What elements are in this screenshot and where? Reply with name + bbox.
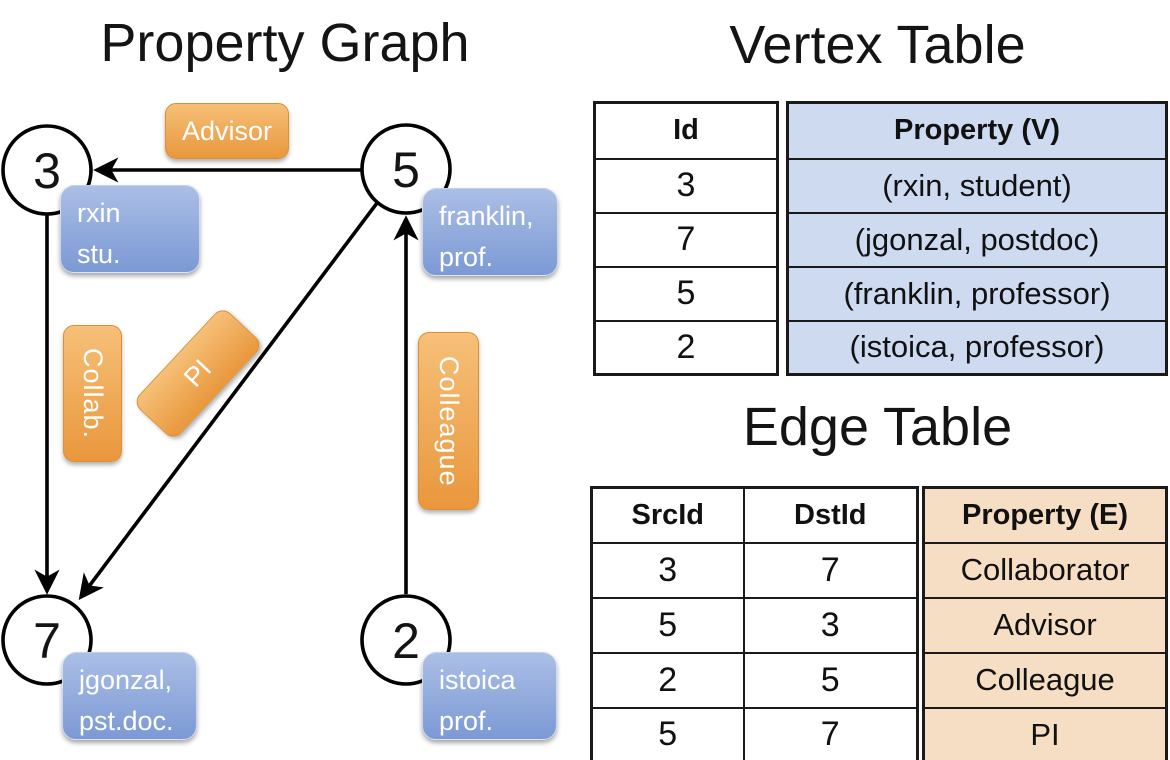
edge-label-advisor: Advisor: [165, 103, 289, 159]
vertex-id-cell: 5: [593, 265, 779, 322]
table-header-row: Id: [593, 101, 779, 160]
table-row: 2 5: [590, 651, 919, 709]
edge-dstid-header: DstId: [742, 486, 919, 544]
node-5-id: 5: [392, 142, 420, 198]
table-row: (rxin, student): [786, 157, 1168, 214]
edge-pi-5-to-7: [78, 201, 379, 601]
vertex-table-id-column: Id 3 7 5 2: [593, 101, 779, 376]
table-row: (jgonzal, postdoc): [786, 211, 1168, 268]
table-row: 2: [593, 319, 779, 376]
edge-dstid-cell: 3: [742, 596, 919, 654]
table-row: 3: [593, 157, 779, 214]
vertex-label-2: istoica prof.: [422, 652, 557, 740]
vertex-label-5: franklin, prof.: [422, 188, 558, 276]
edge-srcid-cell: 2: [590, 651, 745, 709]
vertex-table-title: Vertex Table: [729, 15, 1026, 75]
vertex-id-cell: 2: [593, 319, 779, 376]
edge-property-cell: Colleague: [922, 651, 1168, 709]
table-row: 5: [593, 265, 779, 322]
node-2-id: 2: [392, 613, 420, 669]
vertex-property-cell: (jgonzal, postdoc): [786, 211, 1168, 268]
vertex-label-3: rxin stu.: [60, 185, 200, 273]
table-row: (franklin, professor): [786, 265, 1168, 322]
table-row: PI: [922, 706, 1168, 760]
node-7-id: 7: [33, 613, 61, 669]
vertex-label-5-line1: franklin,: [439, 201, 534, 231]
edge-srcid-header: SrcId: [590, 486, 745, 544]
vertex-property-cell: (franklin, professor): [786, 265, 1168, 322]
edge-property-cell: PI: [922, 706, 1168, 760]
table-header-row: Property (E): [922, 486, 1168, 544]
edge-property-header: Property (E): [922, 486, 1168, 544]
table-row: Collaborator: [922, 541, 1168, 599]
table-row: 5 3: [590, 596, 919, 654]
table-header-row: Property (V): [786, 101, 1168, 160]
vertex-label-7: jgonzal, pst.doc.: [62, 652, 197, 740]
table-row: (istoica, professor): [786, 319, 1168, 376]
edge-srcid-cell: 3: [590, 541, 745, 599]
edge-srcid-cell: 5: [590, 596, 745, 654]
node-3-id: 3: [33, 143, 61, 199]
vertex-id-header: Id: [593, 101, 779, 160]
edge-label-collab: Collab.: [63, 325, 122, 462]
vertex-label-3-line1: rxin: [77, 198, 121, 228]
edge-property-cell: Advisor: [922, 596, 1168, 654]
vertex-id-cell: 7: [593, 211, 779, 268]
table-row: 7: [593, 211, 779, 268]
vertex-label-2-line2: prof.: [439, 705, 494, 736]
vertex-label-7-line1: jgonzal,: [79, 665, 173, 695]
vertex-property-cell: (rxin, student): [786, 157, 1168, 214]
table-header-row: SrcId DstId: [590, 486, 919, 544]
edge-label-pi-text: PI: [177, 353, 218, 393]
vertex-id-cell: 3: [593, 157, 779, 214]
vertex-label-3-line2: stu.: [77, 238, 121, 269]
property-graph-title: Property Graph: [100, 13, 470, 73]
table-row: 3 7: [590, 541, 919, 599]
table-row: Advisor: [922, 596, 1168, 654]
vertex-label-7-line2: pst.doc.: [79, 705, 174, 736]
edge-table-property-column: Property (E) Collaborator Advisor Collea…: [922, 486, 1168, 760]
edge-label-advisor-text: Advisor: [181, 115, 273, 146]
vertex-label-2-line1: istoica: [439, 665, 516, 695]
edge-dstid-cell: 7: [742, 706, 919, 760]
edge-label-colleague-text: Colleague: [434, 355, 464, 487]
edge-dstid-cell: 5: [742, 651, 919, 709]
table-row: Colleague: [922, 651, 1168, 709]
vertex-property-cell: (istoica, professor): [786, 319, 1168, 376]
edge-property-cell: Collaborator: [922, 541, 1168, 599]
edge-label-collab-text: Collab.: [78, 347, 108, 440]
table-row: 5 7: [590, 706, 919, 760]
edge-dstid-cell: 7: [742, 541, 919, 599]
vertex-property-header: Property (V): [786, 101, 1168, 160]
vertex-table-property-column: Property (V) (rxin, student) (jgonzal, p…: [786, 101, 1168, 376]
edge-srcid-cell: 5: [590, 706, 745, 760]
edge-table-id-columns: SrcId DstId 3 7 5 3 2 5 5 7: [590, 486, 919, 760]
edge-table-title: Edge Table: [742, 397, 1013, 457]
edge-label-colleague: Colleague: [418, 332, 479, 510]
vertex-label-5-line2: prof.: [439, 241, 494, 272]
